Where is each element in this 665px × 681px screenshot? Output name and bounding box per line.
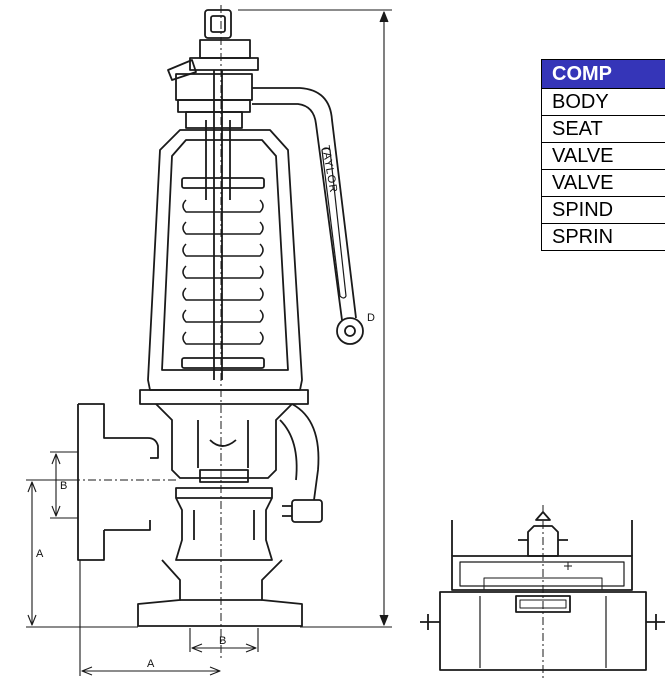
table-row: SPRIN (541, 223, 665, 251)
table-row: SPIND (541, 196, 665, 224)
table-row: VALVE (541, 142, 665, 170)
component-cell: SPIND (541, 196, 665, 224)
component-cell: VALVE (541, 142, 665, 170)
dimension-label-a-horizontal: A (147, 658, 155, 670)
components-table: COMP BODY SEAT VALVE VALVE SPIND SPRIN (541, 59, 665, 251)
component-cell: BODY (541, 88, 665, 116)
dimension-label-a-vertical: A (36, 548, 44, 560)
table-row: VALVE (541, 169, 665, 197)
valve-section-view (420, 511, 665, 671)
components-table-header-row: COMP (541, 59, 665, 89)
component-cell: SPRIN (541, 223, 665, 251)
dimension-label-d: D (367, 312, 375, 324)
safety-valve-elevation (77, 9, 364, 627)
table-row: BODY (541, 88, 665, 116)
table-row: SEAT (541, 115, 665, 143)
component-cell: VALVE (541, 169, 665, 197)
dimension-label-b-vertical: B (60, 480, 67, 492)
dimension-label-b-horizontal: B (219, 635, 226, 647)
dimension-lines (26, 9, 392, 676)
component-cell: SEAT (541, 115, 665, 143)
components-table-header: COMP (541, 59, 665, 89)
